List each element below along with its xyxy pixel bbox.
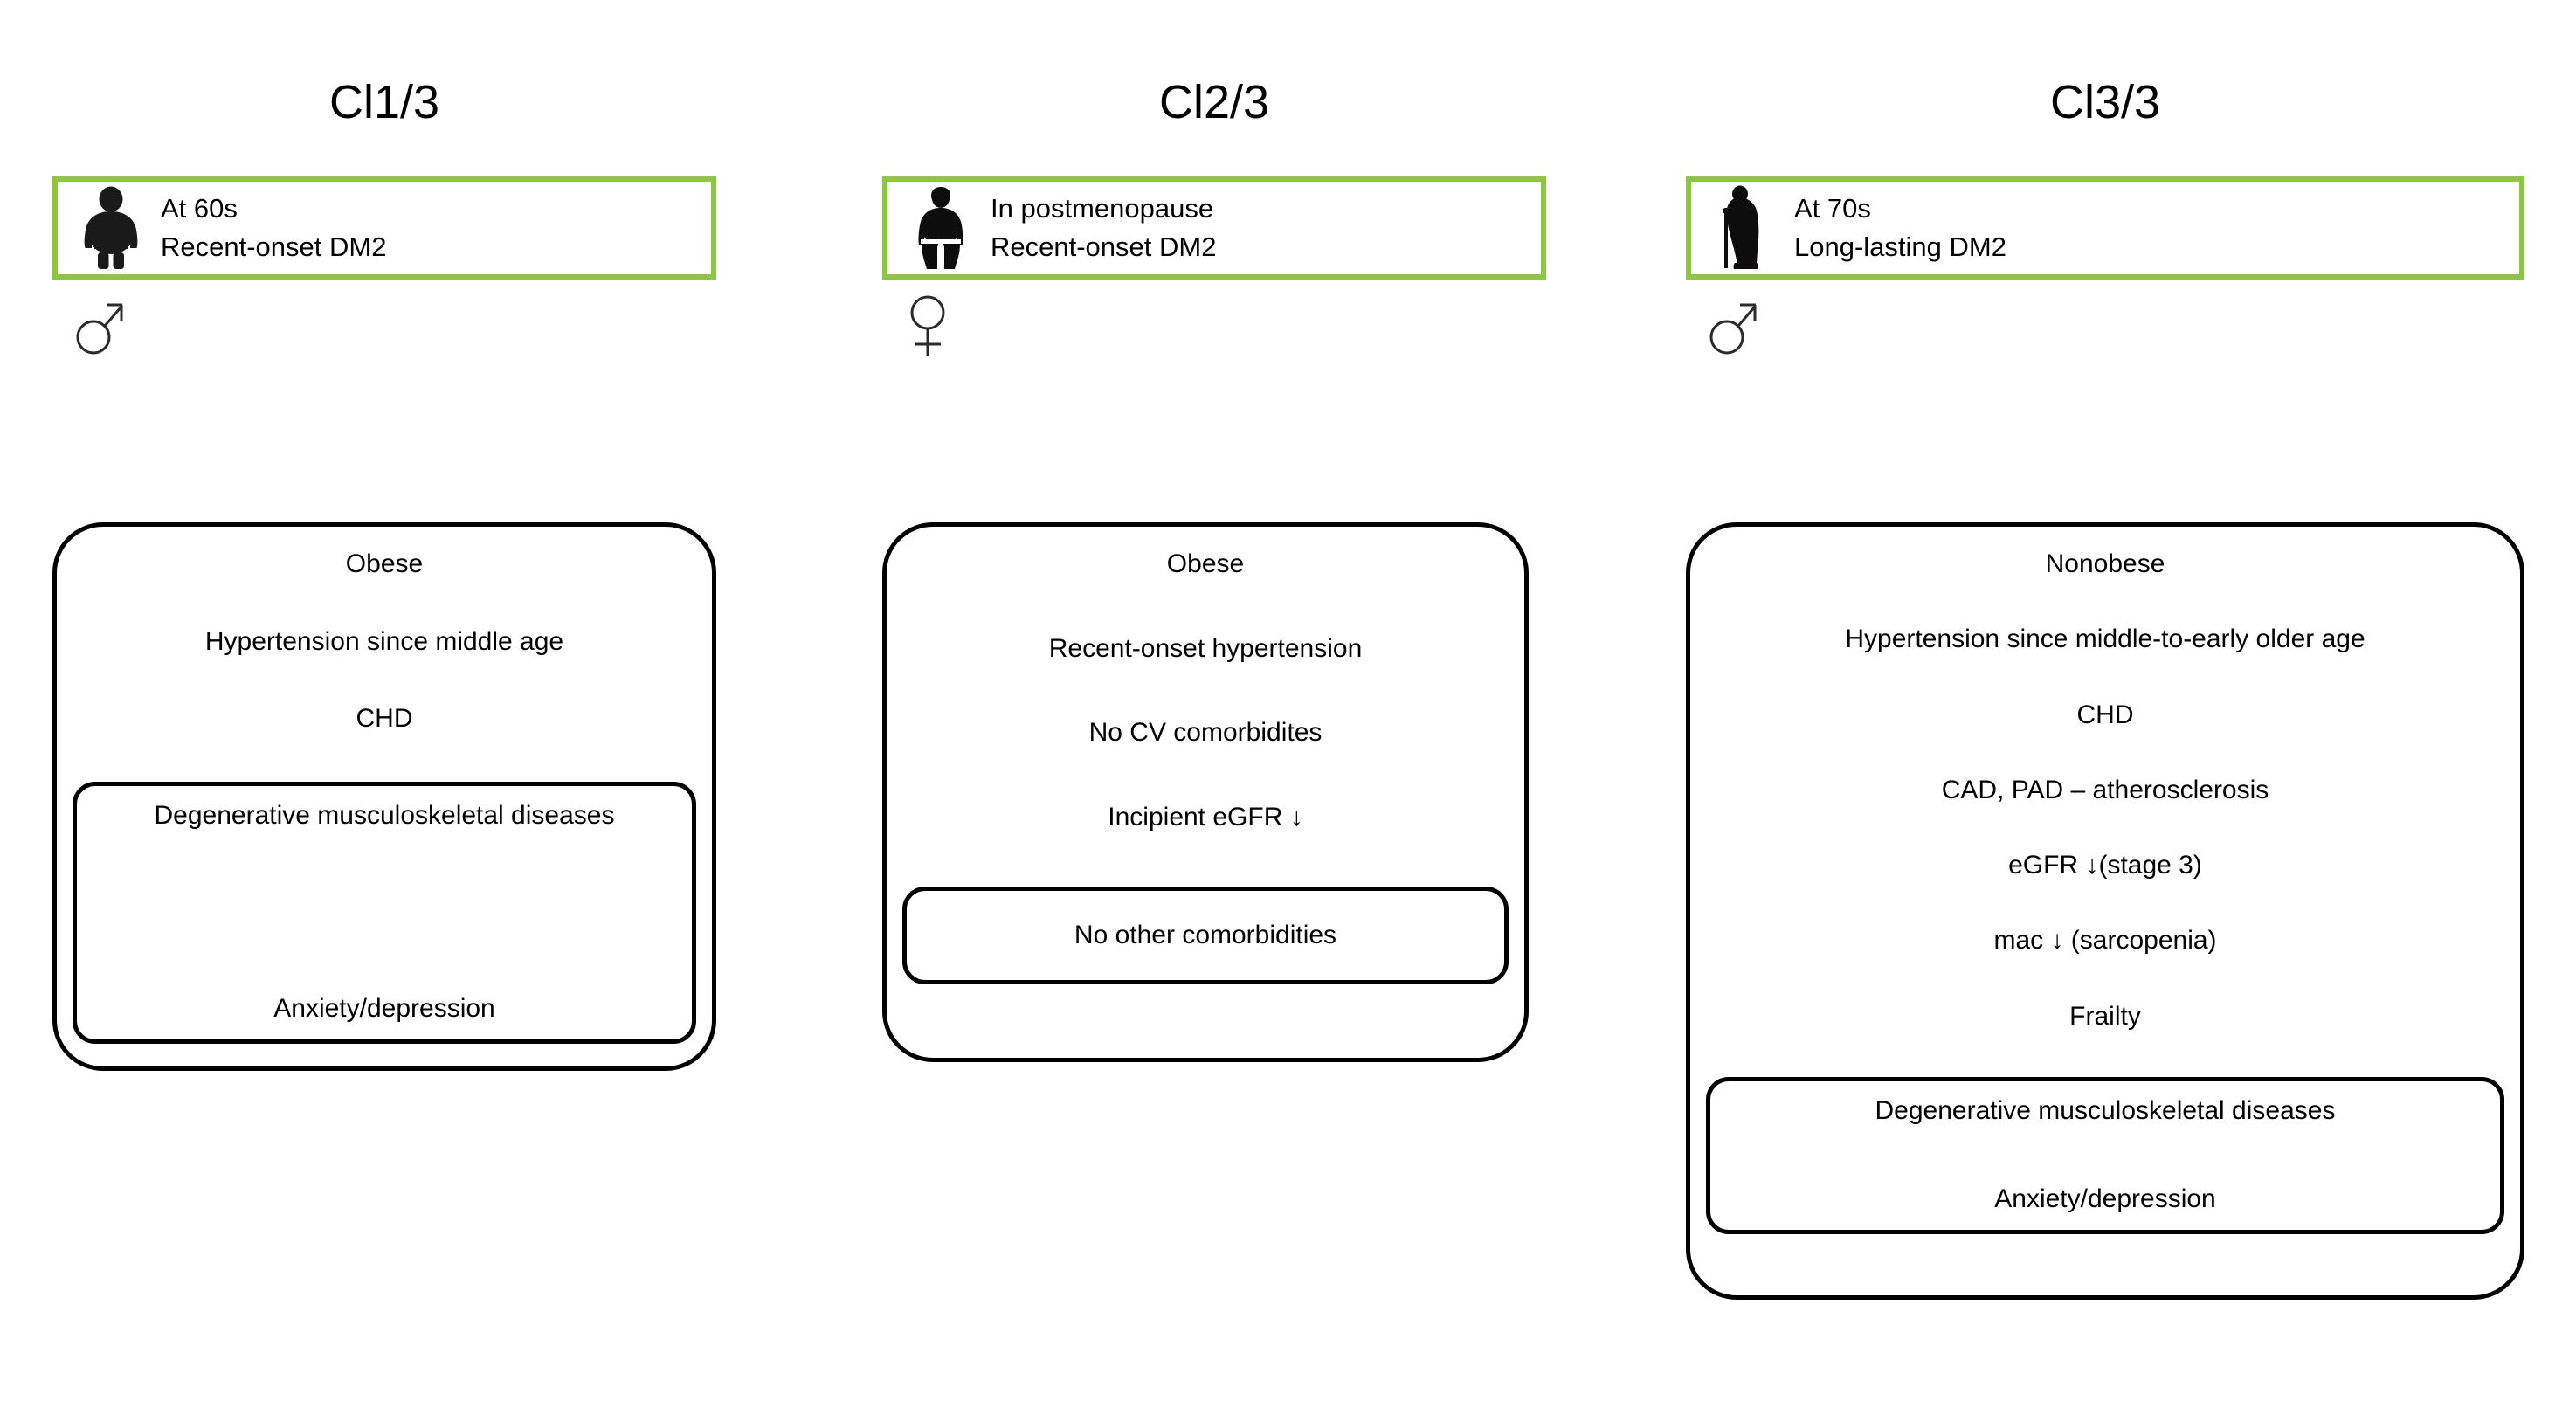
spacer <box>902 747 1509 803</box>
profile-box-2: In postmenopause Recent-onset DM2 <box>882 176 1546 280</box>
body-box-1: Obese Hypertension since middle age CHD … <box>52 522 716 1071</box>
spacer <box>89 832 680 994</box>
inner-line: Degenerative musculoskeletal diseases <box>1875 1095 2336 1125</box>
body-line: Frailty <box>2069 1001 2141 1031</box>
profile-box-1: At 60s Recent-onset DM2 <box>52 176 716 280</box>
spacer <box>902 832 1509 887</box>
spacer <box>1706 955 2504 1001</box>
spacer <box>73 656 696 705</box>
profile-line-1b: Recent-onset DM2 <box>161 231 387 262</box>
body-line: Nonobese <box>2045 549 2165 578</box>
spacer <box>1723 1128 2488 1184</box>
male-symbol <box>72 292 135 362</box>
profile-box-3: At 70s Long-lasting DM2 <box>1686 176 2524 280</box>
inner-box-2: No other comorbidities <box>902 887 1509 984</box>
body-line: Obese <box>345 549 424 578</box>
cluster-column-1: Cl1/3 At 60s Recent-onset DM2 <box>52 0 716 1071</box>
obese-woman-icon <box>903 184 978 272</box>
spacer <box>1706 578 2504 625</box>
spacer <box>1706 729 2504 776</box>
inner-line: Anxiety/depression <box>273 994 495 1024</box>
body-line: Obese <box>1166 549 1245 578</box>
body-line: eGFR ↓(stage 3) <box>2008 851 2202 880</box>
elderly-man-with-cane-icon <box>1707 184 1782 272</box>
spacer <box>902 663 1509 719</box>
cluster-title-1: Cl1/3 <box>328 76 440 128</box>
body-box-2: Obese Recent-onset hypertension No CV co… <box>882 522 1529 1062</box>
body-line: CAD, PAD – atherosclerosis <box>1941 775 2269 804</box>
body-line: Hypertension since middle-to-early older… <box>1845 625 2365 654</box>
profile-line-2b: Recent-onset DM2 <box>991 231 1217 262</box>
body-line: Recent-onset hypertension <box>1048 633 1363 663</box>
obese-man-icon <box>73 184 148 272</box>
female-symbol <box>901 292 964 362</box>
body-line: Incipient eGFR ↓ <box>1108 802 1303 832</box>
body-line: CHD <box>356 704 413 734</box>
cluster-title-2: Cl2/3 <box>1158 76 1270 128</box>
spacer <box>1706 804 2504 851</box>
spacer <box>902 984 1509 1035</box>
profile-line-3b: Long-lasting DM2 <box>1794 231 2006 262</box>
inner-box-1: Degenerative musculoskeletal diseases An… <box>73 782 696 1045</box>
male-symbol <box>1705 292 1768 362</box>
cluster-title-3: Cl3/3 <box>2049 76 2161 128</box>
profile-text-2: In postmenopause Recent-onset DM2 <box>991 190 1216 266</box>
profile-line-2a: In postmenopause <box>991 192 1214 224</box>
inner-line: Degenerative musculoskeletal diseases <box>154 801 615 831</box>
cluster-column-3: Cl3/3 At 70s Long-lasting DM2 <box>1686 0 2524 1300</box>
spacer <box>1706 880 2504 926</box>
body-line: Hypertension since middle age <box>204 626 564 656</box>
body-box-3: Nonobese Hypertension since middle-to-ea… <box>1686 522 2524 1300</box>
spacer <box>73 578 696 627</box>
inner-box-3: Degenerative musculoskeletal diseases An… <box>1706 1076 2504 1234</box>
profile-line-1a: At 60s <box>161 192 238 224</box>
spacer <box>1706 653 2504 700</box>
body-line: mac ↓ (sarcopenia) <box>1993 926 2217 956</box>
spacer <box>73 733 696 782</box>
cluster-column-2: Cl2/3 In postmenopause Recent-onset DM2 <box>882 0 1546 1062</box>
profile-text-1: At 60s Recent-onset DM2 <box>161 190 386 266</box>
spacer <box>1706 1234 2504 1273</box>
profile-line-3a: At 70s <box>1794 192 1871 224</box>
spacer <box>1706 1031 2504 1077</box>
profile-text-3: At 70s Long-lasting DM2 <box>1794 190 2006 266</box>
inner-line: No other comorbidities <box>1074 920 1337 949</box>
body-line: CHD <box>2076 700 2134 729</box>
inner-line: Anxiety/depression <box>1994 1184 2216 1214</box>
spacer <box>902 578 1509 634</box>
body-line: No CV comorbidites <box>1088 718 1323 747</box>
